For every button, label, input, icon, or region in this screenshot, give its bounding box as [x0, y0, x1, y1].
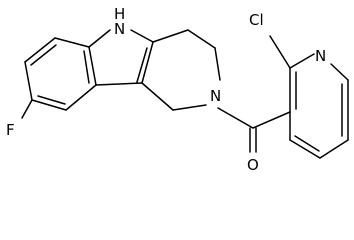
bond: [289, 139, 321, 159]
atom-label-n-ring: N: [210, 87, 221, 105]
bond: [31, 99, 67, 111]
double-bond: [294, 135, 320, 152]
carbonyl-group: [217, 107, 291, 153]
structure-diagram: H N F N Cl N O: [6, 5, 349, 174]
double-bond: [83, 50, 90, 84]
atom-label-n-pyridine: N: [315, 47, 326, 65]
bond: [65, 84, 97, 111]
bond-c-f: [21, 99, 33, 119]
atom-label-h: H: [114, 5, 125, 23]
bond: [319, 139, 349, 159]
atom-label-n-indole: N: [114, 20, 125, 38]
bond: [172, 104, 207, 111]
bond: [88, 46, 97, 86]
atom-label-o: O: [247, 156, 259, 174]
bond: [95, 82, 143, 86]
bond-c-cl: [269, 35, 291, 69]
pyrrole-ring: [88, 29, 154, 86]
double-bond: [30, 44, 57, 66]
atom-label-f: F: [6, 121, 15, 139]
bond: [24, 37, 56, 63]
bond: [217, 107, 254, 129]
bond: [54, 37, 90, 48]
bond: [187, 29, 216, 49]
bond: [88, 29, 111, 48]
bond: [289, 53, 315, 69]
double-bond: [136, 47, 148, 83]
bond: [214, 47, 221, 81]
molecule-drawing: H N F N Cl N O: [6, 5, 349, 174]
bond: [152, 29, 189, 43]
pyridine-ring: [289, 53, 349, 159]
atom-label-cl: Cl: [249, 11, 264, 29]
double-bond: [37, 95, 66, 105]
benzene-ring: [24, 37, 97, 111]
bond: [252, 111, 291, 129]
bond: [141, 41, 154, 84]
bond: [24, 61, 33, 101]
bond: [141, 82, 174, 111]
bond: [130, 29, 154, 43]
bond: [330, 63, 349, 81]
piperidine-ring: [141, 29, 221, 111]
